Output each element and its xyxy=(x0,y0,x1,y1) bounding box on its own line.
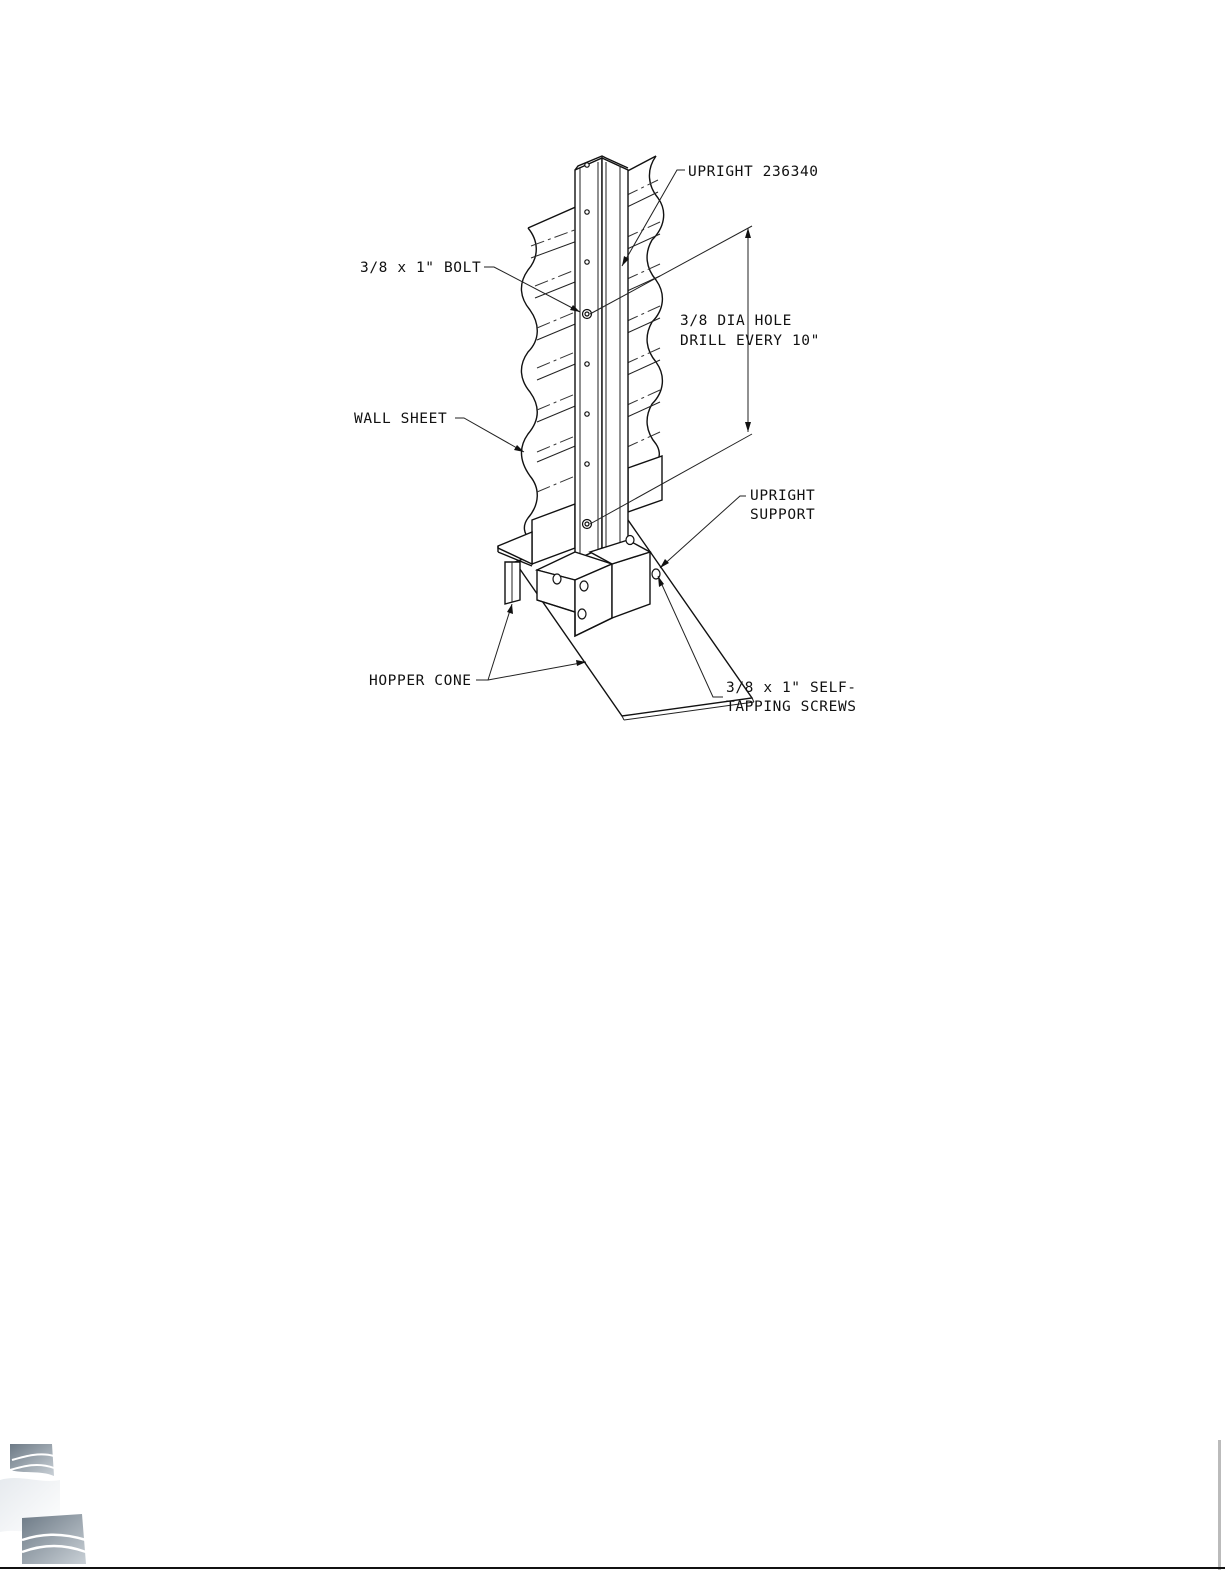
upright-channel xyxy=(575,156,628,560)
label-hopper-cone: HOPPER CONE xyxy=(369,673,472,689)
right-edge-mark xyxy=(1218,1440,1221,1570)
company-logo-icon xyxy=(0,1440,100,1568)
label-wall-sheet: WALL SHEET xyxy=(354,411,447,427)
label-screws-line1: 3/8 x 1" SELF- xyxy=(726,680,857,696)
label-hole-line2: DRILL EVERY 10" xyxy=(680,333,820,349)
footer-rule xyxy=(0,1567,1225,1569)
label-screws-line2: TAPPING SCREWS xyxy=(726,699,857,715)
label-upright: UPRIGHT 236340 xyxy=(688,164,819,180)
label-hole-line1: 3/8 DIA HOLE xyxy=(680,313,792,329)
label-bolt: 3/8 x 1" BOLT xyxy=(360,260,481,276)
label-upright-support-line1: UPRIGHT xyxy=(750,488,815,504)
label-upright-support-line2: SUPPORT xyxy=(750,507,815,523)
